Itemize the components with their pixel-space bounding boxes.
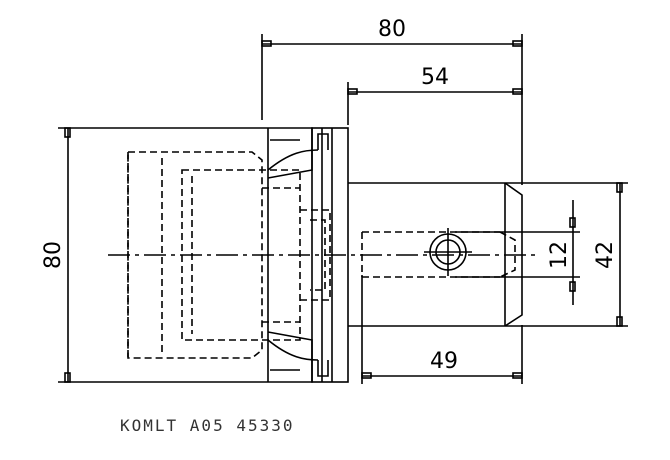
dim-text-body-diameter: 80 — [41, 241, 66, 269]
dim-shank-diameter — [505, 182, 628, 327]
set-screw — [424, 228, 472, 276]
flange — [311, 127, 349, 383]
dim-text-overall-length: 80 — [378, 17, 406, 42]
part-number-caption: KOMLT A05 45330 — [120, 416, 295, 435]
dim-text-bore-depth: 49 — [430, 349, 458, 374]
dim-text-bore-diameter: 12 — [547, 241, 572, 269]
dim-bore-depth — [361, 275, 523, 384]
dim-body-diameter — [58, 127, 268, 383]
dim-shank-length — [347, 82, 523, 125]
hidden-lines — [127, 151, 516, 359]
dim-overall-length — [261, 34, 523, 185]
shank — [348, 182, 523, 327]
dim-text-shank-diameter: 42 — [593, 241, 618, 269]
dim-text-shank-length: 54 — [421, 65, 449, 90]
